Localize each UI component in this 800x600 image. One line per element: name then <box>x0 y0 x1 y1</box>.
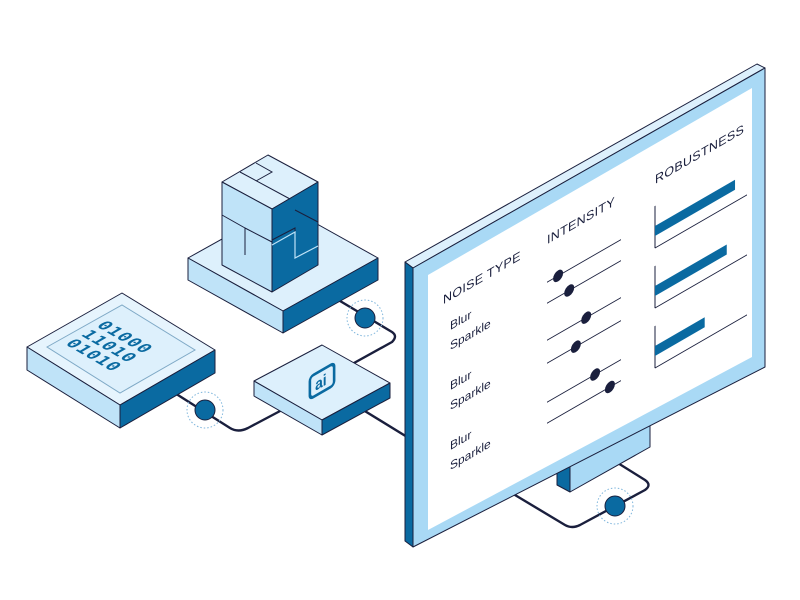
robustness-bar <box>655 244 727 296</box>
intensity-slider-track[interactable] <box>547 260 621 304</box>
ai-chip: ai <box>253 344 391 436</box>
intensity-slider-knob[interactable] <box>564 282 575 299</box>
wire-cube-to-chip <box>328 293 397 370</box>
intensity-slider-knob[interactable] <box>553 267 564 284</box>
binary-data-pad: 01000 11010 01010 <box>26 292 216 429</box>
ai-logo-icon: ai <box>308 362 336 400</box>
connector-node <box>596 487 634 525</box>
robustness-baseline <box>655 314 747 369</box>
connector-node <box>186 391 224 429</box>
wire-pad-to-chip <box>168 388 284 432</box>
intensity-slider-knob[interactable] <box>581 309 592 326</box>
intensity-slider-track[interactable] <box>547 359 621 403</box>
robustness-baseline <box>655 194 747 249</box>
ai-logo-text: ai <box>315 371 327 395</box>
robustness-bar <box>655 317 705 356</box>
cube-block <box>187 154 379 334</box>
connector-node <box>346 299 384 337</box>
intensity-slider-knob[interactable] <box>570 338 581 355</box>
intensity-slider-track[interactable] <box>547 320 621 364</box>
monitor: NOISE TYPE INTENSITY ROBUSTNESS Blur Spa… <box>404 63 766 548</box>
robustness-baseline <box>655 254 747 309</box>
intensity-slider-knob[interactable] <box>604 379 615 396</box>
monitor-screen <box>428 88 752 530</box>
robustness-bar <box>655 179 736 236</box>
intensity-slider-knob[interactable] <box>590 366 601 383</box>
connector-nodes <box>186 299 634 525</box>
